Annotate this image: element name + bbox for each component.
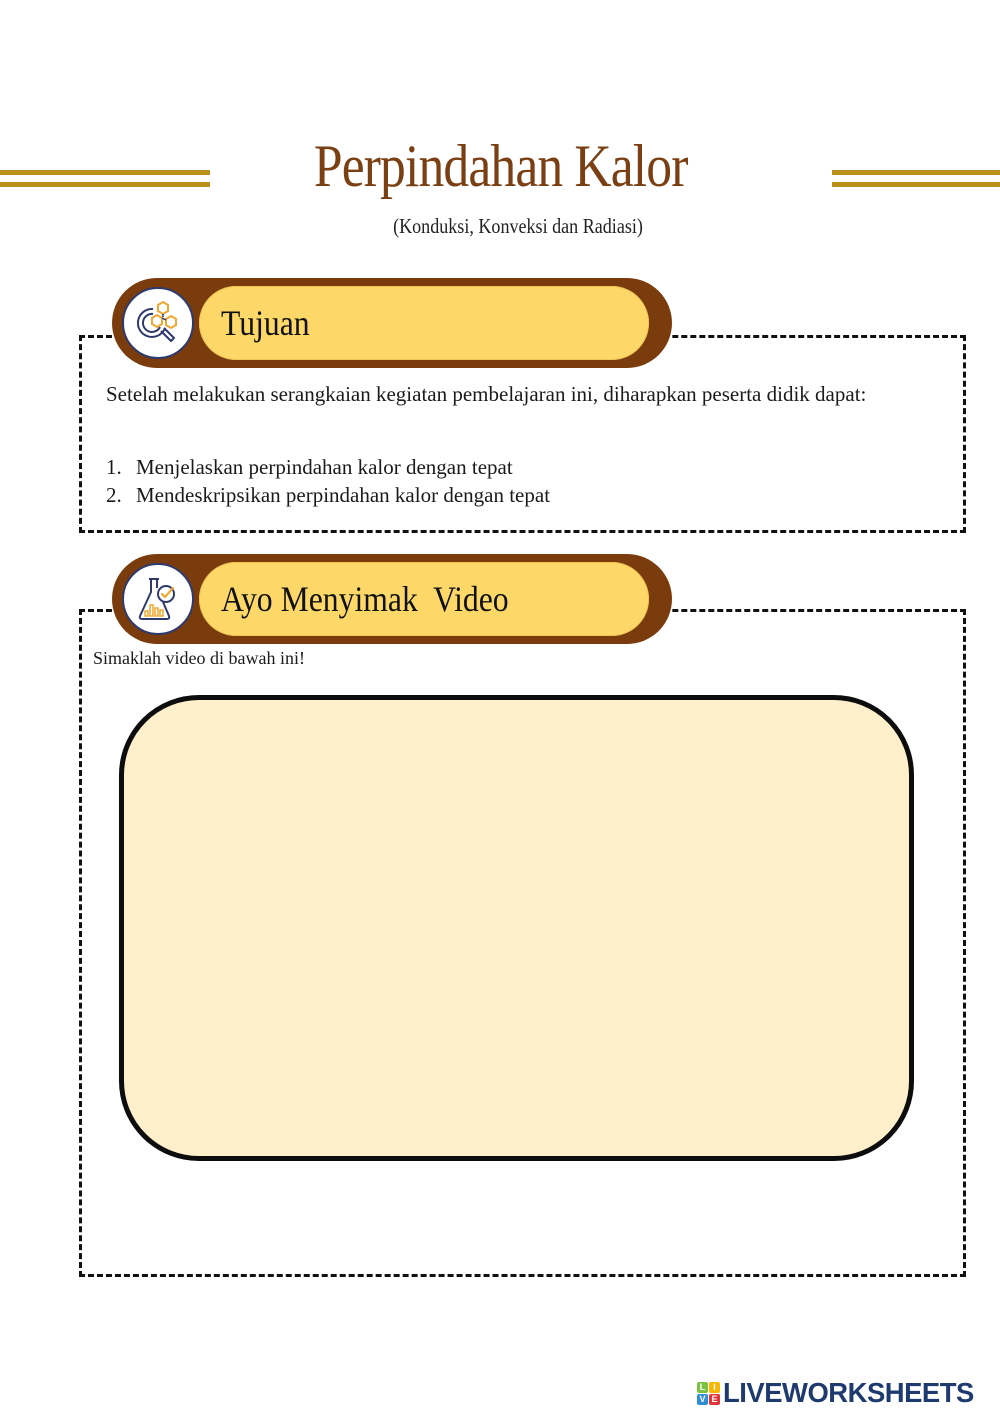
objective-item: 1. Menjelaskan perpindahan kalor dengan … <box>106 453 550 481</box>
title-left-rule-top <box>0 170 210 175</box>
objectives-heading: Tujuan <box>221 303 310 343</box>
video-section-heading: Ayo Menyimak Video <box>221 579 509 619</box>
video-section-header: Ayo Menyimak Video <box>112 554 672 644</box>
logo-tile-v: V <box>697 1393 708 1405</box>
title-right-rule-bottom <box>832 182 1000 187</box>
molecule-search-icon <box>122 287 194 359</box>
objectives-header: Tujuan <box>112 278 672 368</box>
objective-text: Mendeskripsikan perpindahan kalor dengan… <box>136 483 551 507</box>
brand-name: LIVEWORKSHEETS <box>723 1377 974 1408</box>
objective-item: 2. Mendeskripsikan perpindahan kalor den… <box>106 481 550 509</box>
objective-text: Menjelaskan perpindahan kalor dengan tep… <box>136 455 513 479</box>
video-section-heading-bar: Ayo Menyimak Video <box>199 562 649 636</box>
page-title: Perpindahan Kalor <box>313 133 689 199</box>
objectives-heading-bar: Tujuan <box>199 286 649 360</box>
logo-tile-l: L <box>697 1381 708 1393</box>
liveworksheets-brand: L I V E LIVEWORKSHEETS <box>697 1377 979 1408</box>
liveworksheets-logo-icon: L I V E <box>697 1381 720 1405</box>
video-placeholder[interactable] <box>119 695 914 1161</box>
logo-tile-e: E <box>709 1393 720 1405</box>
objective-number: 2. <box>106 483 122 507</box>
title-left-rule-bottom <box>0 182 210 187</box>
title-right-rule-top <box>832 170 1000 175</box>
page-subtitle: (Konduksi, Konveksi dan Radiasi) <box>393 214 643 238</box>
objectives-intro: Setelah melakukan serangkaian kegiatan p… <box>106 382 867 406</box>
objectives-list: 1. Menjelaskan perpindahan kalor dengan … <box>106 453 550 509</box>
video-instruction: Simaklah video di bawah ini! <box>93 648 305 668</box>
objective-number: 1. <box>106 455 122 479</box>
logo-tile-i: I <box>709 1381 720 1393</box>
flask-chart-check-icon <box>122 563 194 635</box>
